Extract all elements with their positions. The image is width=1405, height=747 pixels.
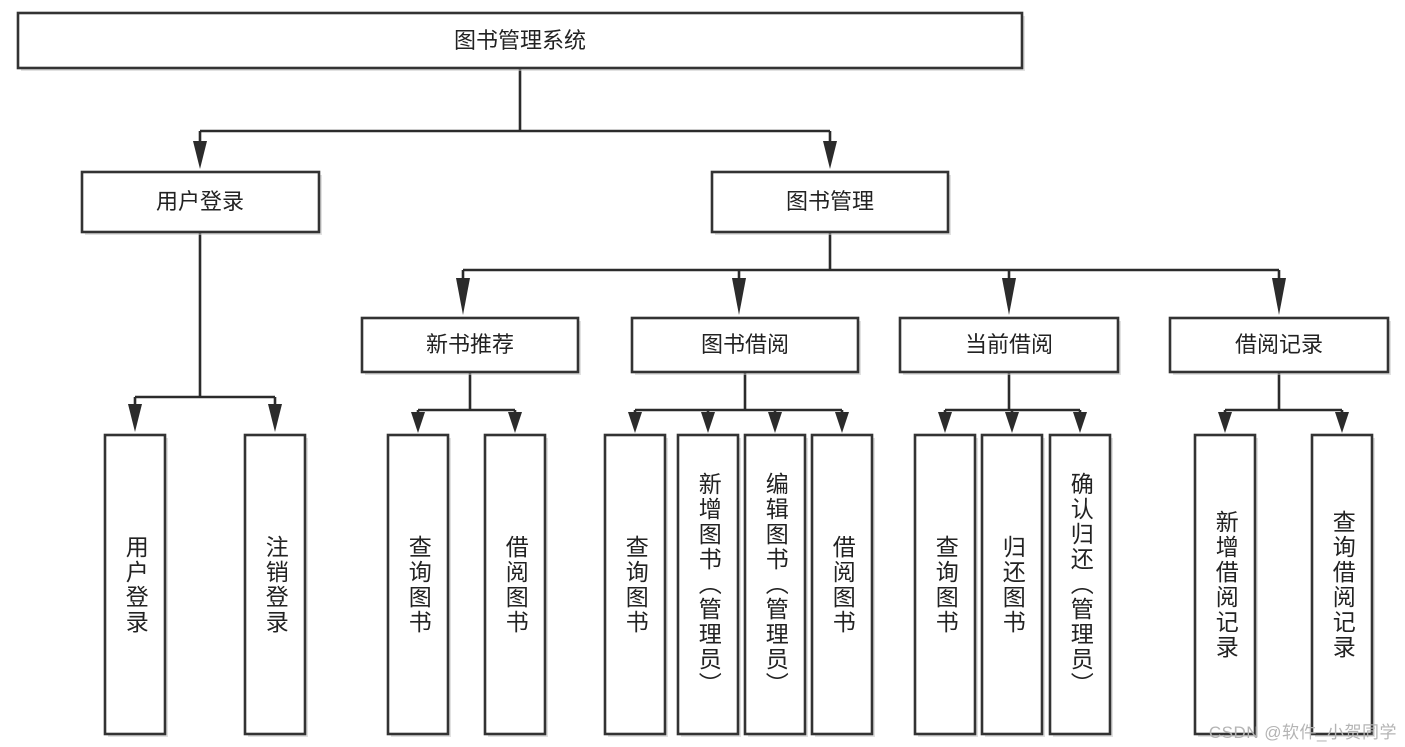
- leaf-add-record[interactable]: [1193, 433, 1258, 737]
- leaf-query-book-rec[interactable]: [386, 433, 451, 737]
- leaf-borrow-book-rec[interactable]: [483, 433, 548, 737]
- leaf-rect-group: [103, 433, 1375, 737]
- arrow-to-leaf-query-record: [1335, 412, 1349, 433]
- arrow-root-to-user-login: [193, 141, 207, 169]
- arrow-to-leaf-logout: [268, 404, 282, 432]
- watermark: CSDN @软件_小贺同学: [1208, 723, 1397, 742]
- leaf-confirm-return[interactable]: [1048, 433, 1113, 737]
- arrow-to-leaf-add-book: [701, 412, 715, 433]
- arrow-to-leaf-confirm-return: [1073, 412, 1087, 433]
- node-book-manage-label: 图书管理: [786, 189, 874, 214]
- connector-group-root: [193, 68, 837, 169]
- arrow-to-leaf-borrow-book-rec: [508, 412, 522, 433]
- leaf-query-book-cur[interactable]: [913, 433, 978, 737]
- arrow-to-leaf-query-book-bor: [628, 412, 642, 433]
- node-new-book-rec[interactable]: 新书推荐: [360, 316, 581, 375]
- leaf-user-login[interactable]: [103, 433, 168, 737]
- node-root-label: 图书管理系统: [454, 28, 586, 53]
- node-book-borrow-label: 图书借阅: [701, 332, 789, 357]
- node-book-borrow[interactable]: 图书借阅: [630, 316, 861, 375]
- connector-group-current-borrow: [938, 372, 1087, 433]
- connector-group-borrow-record: [1218, 372, 1349, 433]
- connector-group-book-borrow: [628, 372, 849, 433]
- leaf-edit-book[interactable]: [743, 433, 808, 737]
- arrow-to-borrow-record: [1272, 278, 1286, 315]
- leaf-add-book[interactable]: [676, 433, 741, 737]
- node-user-login-label: 用户登录: [156, 189, 244, 214]
- leaf-logout[interactable]: [243, 433, 308, 737]
- leaf-return-book[interactable]: [980, 433, 1045, 737]
- connector-group-new-book-rec: [411, 372, 522, 433]
- arrow-to-leaf-add-record: [1218, 412, 1232, 433]
- node-borrow-record[interactable]: 借阅记录: [1168, 316, 1391, 375]
- arrow-to-leaf-query-book-cur: [938, 412, 952, 433]
- connector-group-book-manage: [456, 232, 1286, 315]
- arrow-to-leaf-user-login: [128, 404, 142, 432]
- leaf-borrow-book-bor[interactable]: [810, 433, 875, 737]
- node-root[interactable]: 图书管理系统: [16, 11, 1025, 71]
- node-user-login[interactable]: 用户登录: [80, 170, 322, 235]
- arrow-to-current-borrow: [1002, 278, 1016, 315]
- node-borrow-record-label: 借阅记录: [1235, 332, 1323, 357]
- arrow-to-leaf-return-book: [1005, 412, 1019, 433]
- arrow-to-leaf-query-book-rec: [411, 412, 425, 433]
- arrow-to-book-borrow: [732, 278, 746, 315]
- node-book-manage[interactable]: 图书管理: [710, 170, 951, 235]
- connector-group-user-login: [128, 232, 282, 432]
- node-new-book-rec-label: 新书推荐: [426, 332, 514, 357]
- arrow-to-new-book-rec: [456, 278, 470, 315]
- leaf-query-record[interactable]: [1310, 433, 1375, 737]
- arrow-to-leaf-edit-book: [768, 412, 782, 433]
- node-current-borrow[interactable]: 当前借阅: [898, 316, 1121, 375]
- arrow-root-to-book-manage: [823, 141, 837, 169]
- node-current-borrow-label: 当前借阅: [965, 332, 1053, 357]
- arrow-to-leaf-borrow-book-bor: [835, 412, 849, 433]
- leaf-query-book-bor[interactable]: [603, 433, 668, 737]
